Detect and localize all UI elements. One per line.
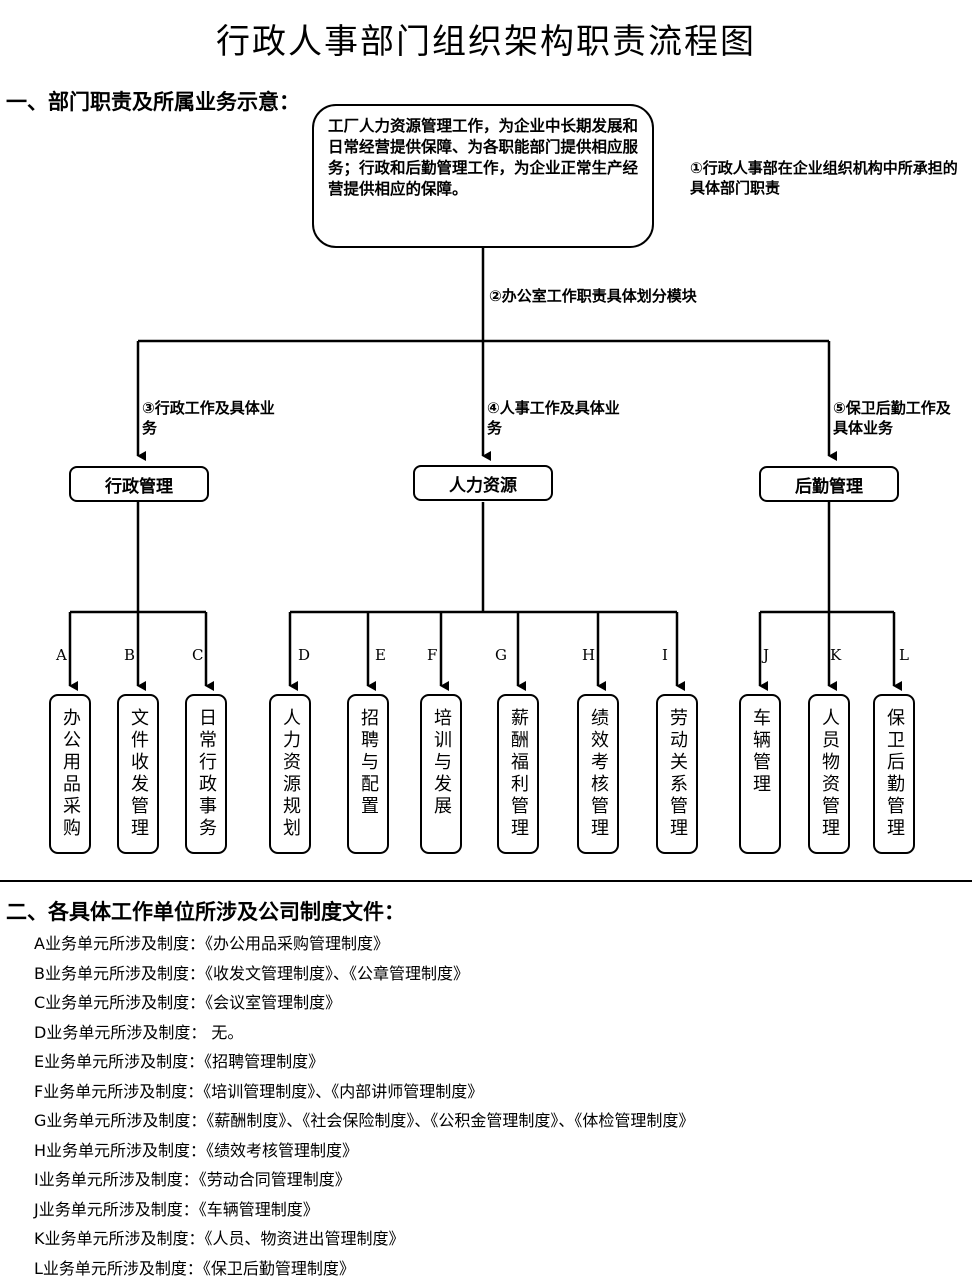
leaf-label: 培训与发展 [428,708,454,818]
leaf-box-i: 劳动关系管理 [656,694,698,854]
section-divider [0,880,972,882]
leaf-box-f: 培训与发展 [420,694,462,854]
leaf-box-j: 车辆管理 [739,694,781,854]
leaf-label: 保卫后勤管理 [881,708,907,840]
leaf-box-g: 薪酬福利管理 [497,694,539,854]
leaf-label: 日常行政事务 [193,708,219,840]
policy-item: E业务单元所涉及制度：《招聘管理制度》 [34,1047,964,1077]
note-1: ①行政人事部在企业组织机构中所承担的具体部门职责 [690,158,962,198]
leaf-box-c: 日常行政事务 [185,694,227,854]
leaf-label: 劳动关系管理 [664,708,690,840]
policy-item: D业务单元所涉及制度： 无。 [34,1018,964,1048]
leaf-label: 文件收发管理 [125,708,151,840]
section-1-heading: 一、部门职责及所属业务示意： [6,86,300,116]
logistics-management-box: 后勤管理 [759,466,899,502]
policy-item: J业务单元所涉及制度：《车辆管理制度》 [34,1195,964,1225]
policy-item: B业务单元所涉及制度：《收发文管理制度》、《公章管理制度》 [34,959,964,989]
branch-label-admin: ③行政工作及具体业务 [142,398,278,438]
policy-item: L业务单元所涉及制度：《保卫后勤管理制度》 [34,1254,964,1283]
leaf-letter: B [124,646,135,664]
leaf-letter: I [662,646,668,664]
leaf-box-e: 招聘与配置 [347,694,389,854]
leaf-letter: H [582,646,595,664]
policy-item: C业务单元所涉及制度：《会议室管理制度》 [34,988,964,1018]
policy-item: G业务单元所涉及制度：《薪酬制度》、《社会保险制度》、《公积金管理制度》、《体检… [34,1106,964,1136]
leaf-letter: G [495,646,507,664]
leaf-box-l: 保卫后勤管理 [873,694,915,854]
leaf-letter: C [192,646,203,664]
leaf-label: 招聘与配置 [355,708,381,818]
leaf-label: 绩效考核管理 [585,708,611,840]
leaf-letter: E [375,646,386,664]
hr-box: 人力资源 [413,465,553,501]
leaf-letter: J [763,646,769,664]
policy-item: F业务单元所涉及制度：《培训管理制度》、《内部讲师管理制度》 [34,1077,964,1107]
leaf-box-h: 绩效考核管理 [577,694,619,854]
policy-item: H业务单元所涉及制度：《绩效考核管理制度》 [34,1136,964,1166]
leaf-label: 薪酬福利管理 [505,708,531,840]
note-2: ②办公室工作职责具体划分模块 [489,286,697,306]
leaf-label: 人员物资管理 [816,708,842,840]
leaf-box-b: 文件收发管理 [117,694,159,854]
policy-item: K业务单元所涉及制度：《人员、物资进出管理制度》 [34,1224,964,1254]
leaf-letter: K [830,646,841,664]
branch-label-logistics: ⑤保卫后勤工作及具体业务 [833,398,963,438]
admin-management-box: 行政管理 [69,466,209,502]
leaf-letter: D [298,646,310,664]
leaf-label: 办公用品采购 [57,708,83,840]
leaf-letter: F [427,646,437,664]
department-duty-box: 工厂人力资源管理工作，为企业中长期发展和日常经营提供保障、为各职能部门提供相应服… [312,104,654,248]
leaf-box-a: 办公用品采购 [49,694,91,854]
leaf-label: 人力资源规划 [277,708,303,840]
leaf-letter: A [56,646,67,664]
policy-list: A业务单元所涉及制度：《办公用品采购管理制度》 B业务单元所涉及制度：《收发文管… [34,929,964,1283]
leaf-label: 车辆管理 [747,708,773,796]
policy-item: I业务单元所涉及制度：《劳动合同管理制度》 [34,1165,964,1195]
leaf-box-d: 人力资源规划 [269,694,311,854]
leaf-letter: L [899,646,909,664]
page-title: 行政人事部门组织架构职责流程图 [0,14,972,63]
branch-label-hr: ④人事工作及具体业务 [487,398,623,438]
policy-item: A业务单元所涉及制度：《办公用品采购管理制度》 [34,929,964,959]
section-2-heading: 二、各具体工作单位所涉及公司制度文件： [6,896,405,926]
leaf-box-k: 人员物资管理 [808,694,850,854]
